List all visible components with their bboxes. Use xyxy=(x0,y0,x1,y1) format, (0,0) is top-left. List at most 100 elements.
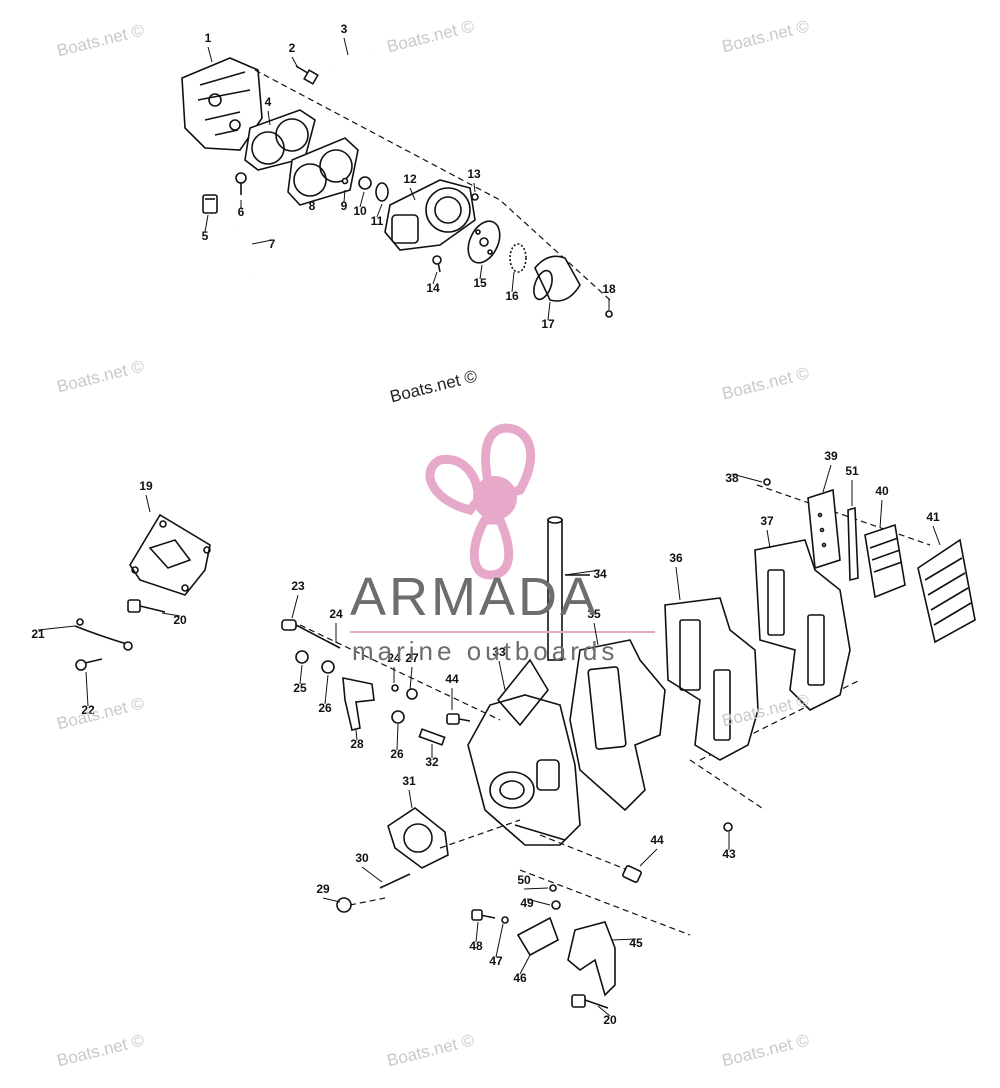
part-number-51: 51 xyxy=(845,464,859,478)
callout-leader xyxy=(498,660,506,691)
callout-leader xyxy=(932,525,941,546)
part-number-30: 30 xyxy=(355,851,369,865)
part-number-28: 28 xyxy=(350,737,364,751)
callout-leader xyxy=(204,214,209,233)
callout-leader xyxy=(593,622,599,646)
part-number-7: 7 xyxy=(269,237,276,251)
part-number-34: 34 xyxy=(593,567,607,581)
part-number-2: 2 xyxy=(289,41,296,55)
callout-leader xyxy=(361,866,383,883)
callout-leader xyxy=(526,898,551,906)
part-number-27: 27 xyxy=(405,651,419,665)
part-number-39: 39 xyxy=(824,449,838,463)
part-number-9: 9 xyxy=(341,199,348,213)
part-number-24: 24 xyxy=(329,607,343,621)
part-number-37: 37 xyxy=(760,514,774,528)
part-number-23: 23 xyxy=(291,579,305,593)
callout-leader xyxy=(475,921,479,943)
part-number-24: 24 xyxy=(387,651,401,665)
callout-leader xyxy=(519,954,531,975)
part-number-41: 41 xyxy=(926,510,940,524)
part-number-26: 26 xyxy=(318,701,332,715)
callout-leader xyxy=(291,56,299,69)
part-number-46: 46 xyxy=(513,971,527,985)
part-number-12: 12 xyxy=(403,172,417,186)
intake-manifold xyxy=(299,484,931,936)
callout-leader xyxy=(409,187,416,201)
part-number-20: 20 xyxy=(173,613,187,627)
part-number-1: 1 xyxy=(205,31,212,45)
part-number-6: 6 xyxy=(238,205,245,219)
callout-leader xyxy=(322,897,341,903)
part-number-19: 19 xyxy=(139,479,153,493)
part-number-31: 31 xyxy=(402,774,416,788)
part-number-8: 8 xyxy=(309,199,316,213)
callout-leader xyxy=(495,923,504,958)
callout-leader xyxy=(479,264,483,280)
part-number-18: 18 xyxy=(602,282,616,296)
callout-leader xyxy=(408,789,413,809)
callout-leader xyxy=(324,674,329,705)
callout-leader xyxy=(675,566,681,601)
part-number-50: 50 xyxy=(517,873,531,887)
callout-leader xyxy=(523,887,549,890)
callout-leader xyxy=(85,671,89,707)
part-number-49: 49 xyxy=(520,896,534,910)
callout-leader xyxy=(267,110,271,126)
callout-leader xyxy=(731,473,763,483)
callout-leader xyxy=(822,464,832,493)
part-number-25: 25 xyxy=(293,681,307,695)
part-number-35: 35 xyxy=(587,607,601,621)
part-number-45: 45 xyxy=(629,936,643,950)
carburetor-assembly xyxy=(181,52,613,318)
callout-leader xyxy=(299,664,303,685)
part-number-5: 5 xyxy=(202,229,209,243)
part-number-11: 11 xyxy=(371,214,384,228)
callout-leader xyxy=(291,594,299,619)
callout-leader xyxy=(359,191,365,208)
callout-leader xyxy=(207,46,213,63)
part-number-32: 32 xyxy=(425,755,439,769)
callout-leader xyxy=(511,271,515,293)
callout-leader xyxy=(611,938,637,941)
part-number-44: 44 xyxy=(445,672,459,686)
part-number-16: 16 xyxy=(505,289,519,303)
part-number-40: 40 xyxy=(875,484,889,498)
callout-leader xyxy=(564,569,601,576)
intake-bracket-parts xyxy=(74,513,471,913)
part-number-43: 43 xyxy=(722,847,736,861)
callout-leader xyxy=(376,203,383,218)
part-number-10: 10 xyxy=(353,204,367,218)
callout-leader xyxy=(343,189,346,203)
part-number-15: 15 xyxy=(473,276,487,290)
part-number-20: 20 xyxy=(603,1013,617,1027)
part-number-17: 17 xyxy=(541,317,555,331)
callout-leader xyxy=(343,37,349,56)
part-number-3: 3 xyxy=(341,22,348,36)
part-number-4: 4 xyxy=(265,95,272,109)
part-number-38: 38 xyxy=(725,471,739,485)
logo-subtitle: marine outboards xyxy=(352,636,619,666)
callout-leader xyxy=(355,729,358,741)
part-number-14: 14 xyxy=(426,281,440,295)
part-number-47: 47 xyxy=(489,954,503,968)
callout-leader xyxy=(879,499,883,529)
armada-logo-propeller xyxy=(425,423,536,580)
callout-leader xyxy=(145,494,151,513)
callout-leader xyxy=(766,529,771,549)
part-number-48: 48 xyxy=(469,939,483,953)
part-number-36: 36 xyxy=(669,551,683,565)
callout-leader xyxy=(396,723,399,751)
callout-leader xyxy=(547,301,551,321)
callout-leader xyxy=(639,848,658,867)
bottom-hardware xyxy=(471,884,616,1009)
part-number-22: 22 xyxy=(81,703,95,717)
callout-leader xyxy=(473,182,476,193)
callout-leader xyxy=(409,666,413,691)
reed-plate-gaskets xyxy=(569,478,976,812)
part-number-26: 26 xyxy=(390,747,404,761)
callout-leader xyxy=(37,625,76,631)
callout-leader xyxy=(251,239,273,245)
